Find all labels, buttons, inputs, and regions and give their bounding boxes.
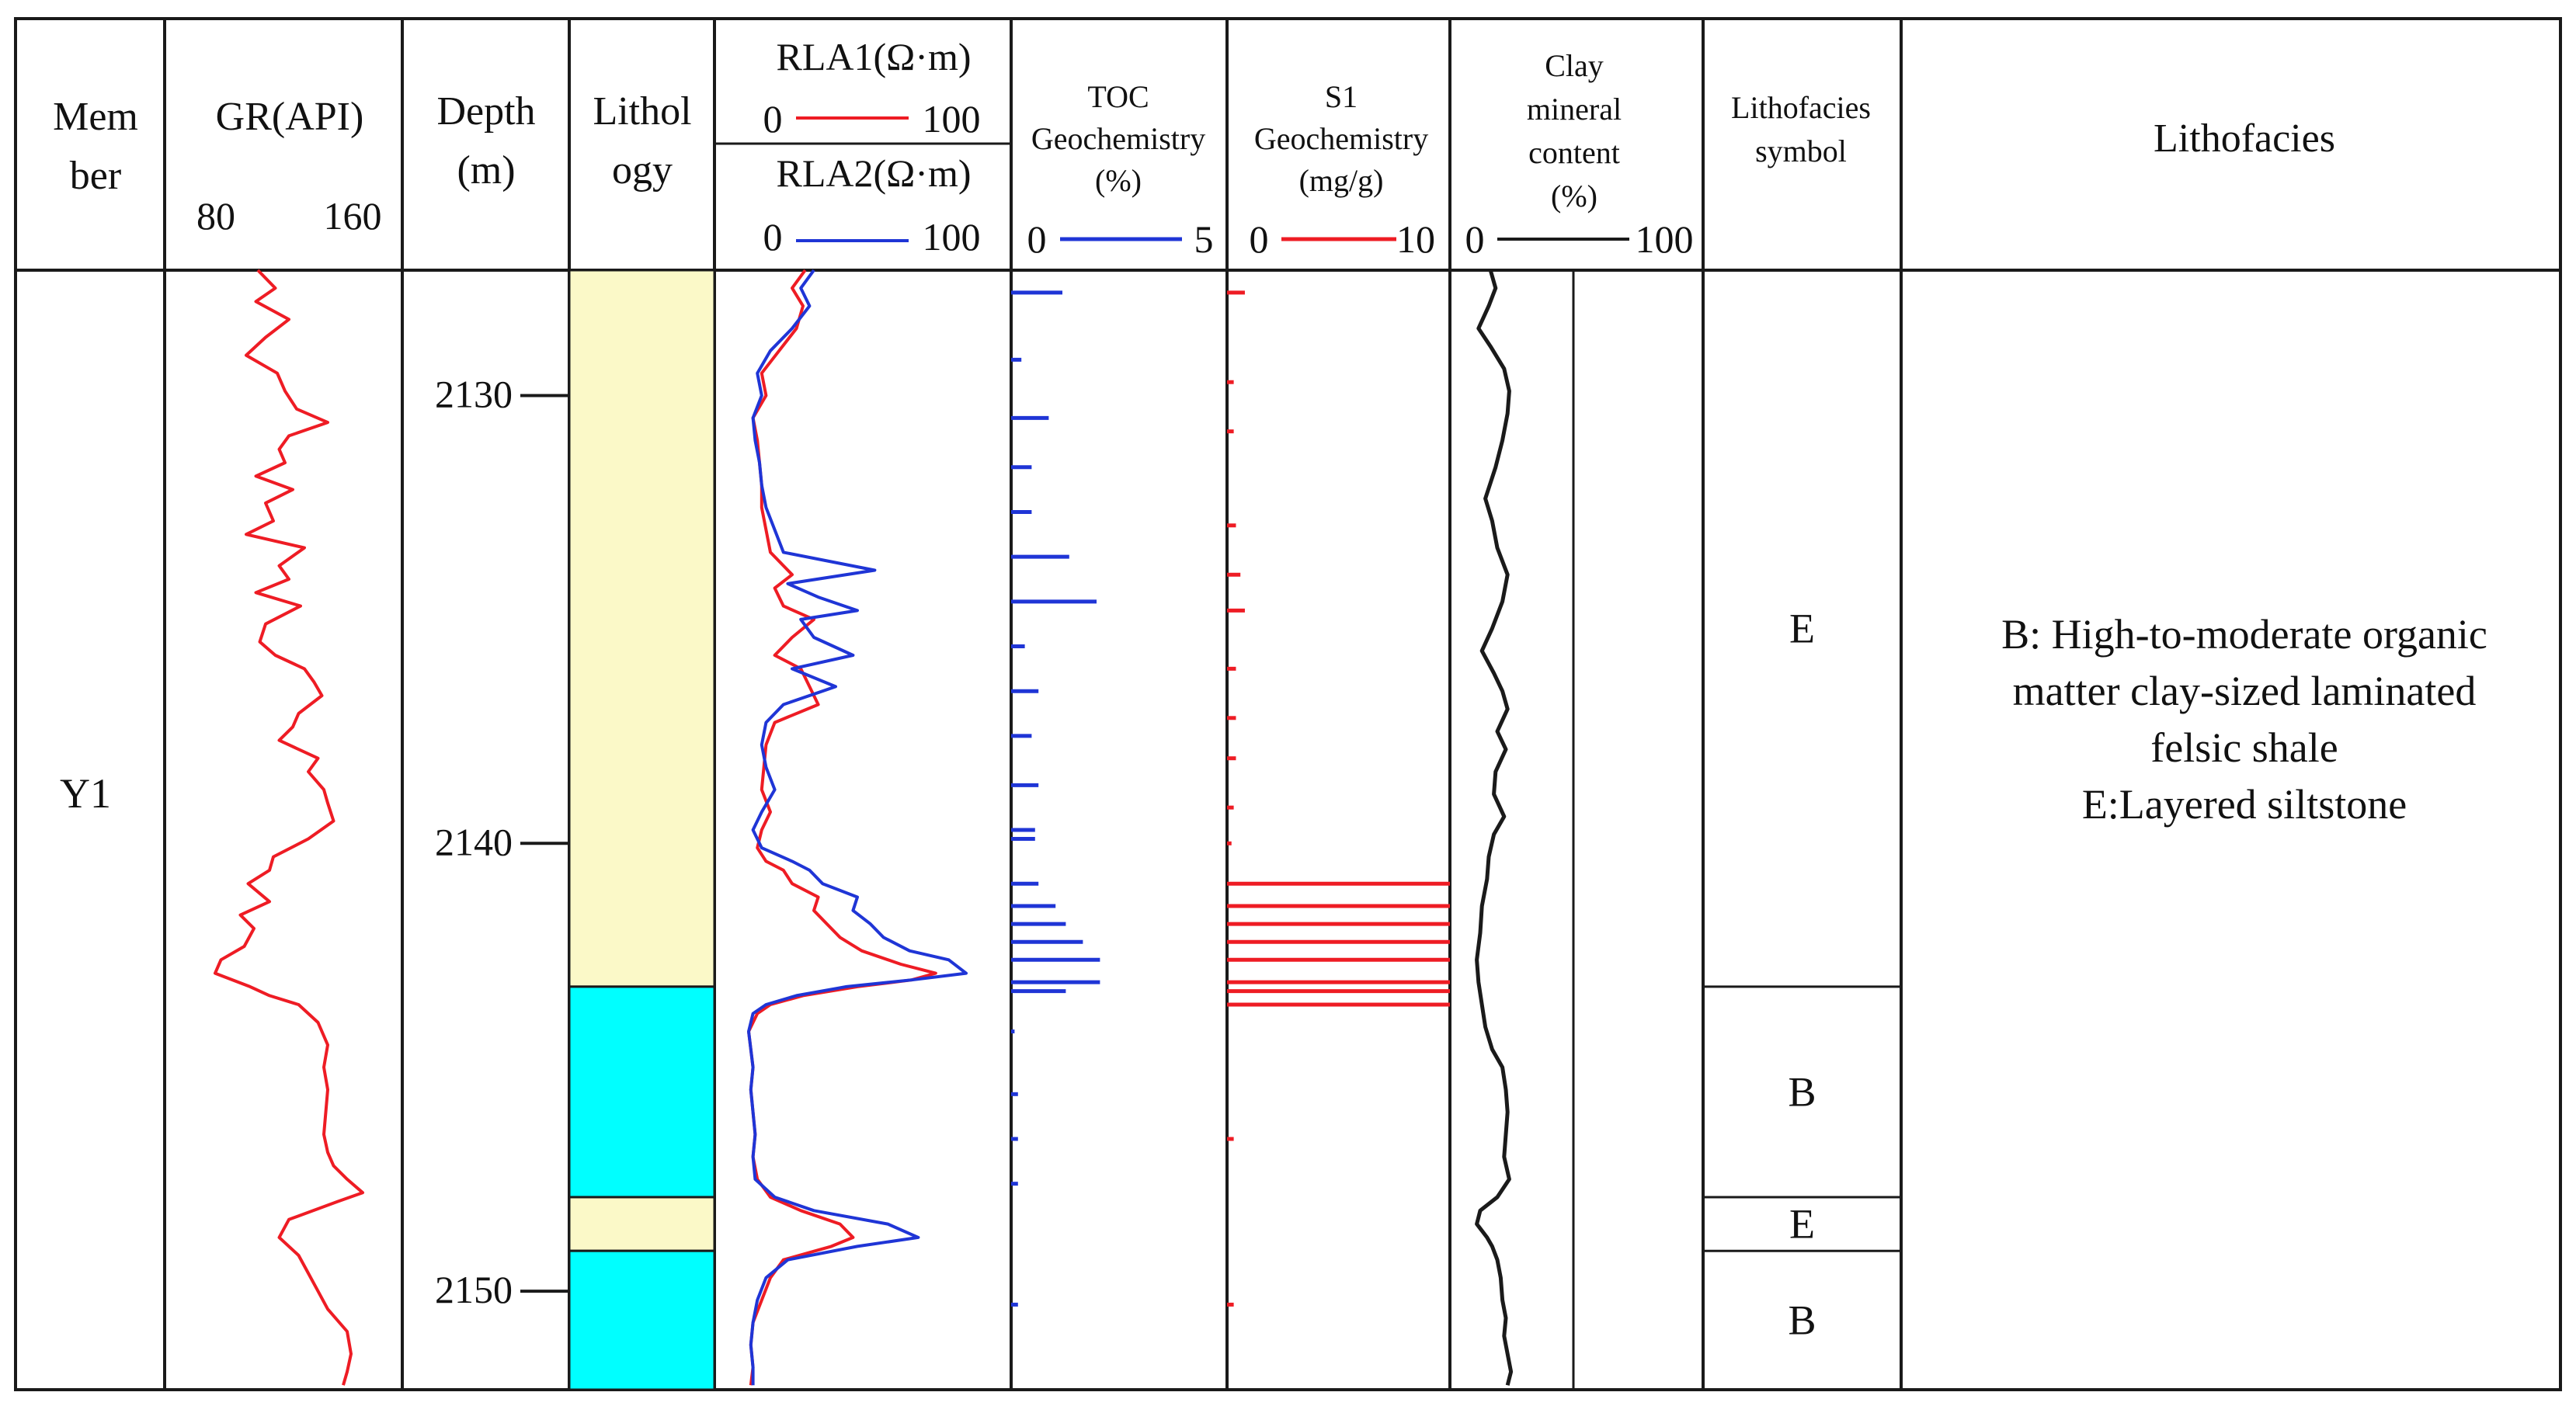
body-labels: Y1 B: High-to-moderate organic matter cl…: [60, 611, 2487, 828]
rla2-curve: [747, 269, 968, 1386]
symbol-header-line2: symbol: [1755, 134, 1847, 168]
geochem-bars: [1011, 290, 1450, 1307]
clay-scale-min: 0: [1465, 217, 1485, 261]
symbol-header-line1: Lithofacies: [1731, 90, 1871, 125]
outer-border: [14, 17, 2562, 1391]
depth-header-line2: (m): [457, 148, 515, 193]
s1-scale-min: 0: [1250, 217, 1269, 261]
depth-tick-label: 2140: [435, 820, 513, 863]
rla2-header-title: RLA2(Ω·m): [776, 151, 971, 195]
lithology-header-line1: Lithol: [593, 89, 691, 134]
toc-scale-max: 5: [1194, 217, 1214, 261]
clay-header-line1: Clay: [1545, 48, 1604, 83]
lithology-interval-siltstone: [568, 269, 716, 988]
s1-scale-max: 10: [1396, 217, 1435, 261]
toc-scale-min: 0: [1027, 217, 1047, 261]
lithology-interval-siltstone: [568, 1196, 716, 1252]
clay-header-line3: content: [1528, 135, 1620, 170]
toc-header-line2: Geochemistry: [1031, 121, 1205, 156]
s1-header-line3: (mg/g): [1299, 163, 1384, 198]
lithofacies-symbol-E: E: [1789, 1201, 1815, 1248]
rla1-scale-min: 0: [763, 97, 783, 141]
depth-axis: 2130 2140 2150: [435, 373, 569, 1311]
lithofacies-note-line4: E:Layered siltstone: [2082, 781, 2407, 828]
lithofacies-symbol-E: E: [1789, 605, 1815, 651]
s1-header-line2: Geochemistry: [1254, 121, 1428, 156]
gr-header-title: GR(API): [216, 95, 364, 139]
lithofacies-symbols: E B E B: [1788, 605, 1816, 1343]
member-header-line1: Mem: [53, 95, 138, 139]
lithology-header-line2: ogy: [612, 148, 673, 193]
toc-header-line3: (%): [1095, 163, 1142, 198]
lithofacies-header: Lithofacies: [2154, 116, 2335, 161]
log-curves: [214, 269, 1514, 1386]
toc-header-line1: TOC: [1087, 79, 1149, 114]
gr-scale-min: 80: [196, 194, 235, 238]
member-label: Y1: [60, 770, 111, 817]
rla1-scale-max: 100: [923, 97, 981, 141]
clay-header-line4: (%): [1551, 179, 1597, 214]
gr-scale-max: 160: [324, 194, 382, 238]
rla2-scale-max: 100: [923, 215, 981, 259]
clay-scale-max: 100: [1636, 217, 1694, 261]
lithology-column: [568, 269, 716, 1391]
rla2-scale-min: 0: [763, 215, 783, 259]
s1-header-line1: S1: [1325, 79, 1358, 114]
header-row: Mem ber GR(API) 80 160 Depth (m) Lithol …: [53, 35, 2335, 261]
gr-curve: [214, 269, 364, 1386]
depth-header-line1: Depth: [436, 89, 535, 134]
lithology-interval-shale: [568, 1249, 716, 1391]
member-header-line2: ber: [70, 154, 121, 198]
lithofacies-note-line2: matter clay-sized laminated: [2013, 668, 2477, 714]
lithofacies-note-line1: B: High-to-moderate organic: [2001, 611, 2487, 658]
rla1-curve: [747, 269, 937, 1386]
depth-tick-label: 2130: [435, 373, 513, 416]
depth-tick-label: 2150: [435, 1268, 513, 1311]
lithofacies-note-line3: felsic shale: [2150, 724, 2338, 771]
clay-header-line2: mineral: [1527, 92, 1622, 127]
lithofacies-symbol-B: B: [1788, 1068, 1816, 1115]
lithology-interval-shale: [568, 985, 716, 1199]
rla1-header-title: RLA1(Ω·m): [776, 35, 971, 78]
lithofacies-symbol-B: B: [1788, 1297, 1816, 1344]
clay-curve: [1475, 269, 1514, 1386]
